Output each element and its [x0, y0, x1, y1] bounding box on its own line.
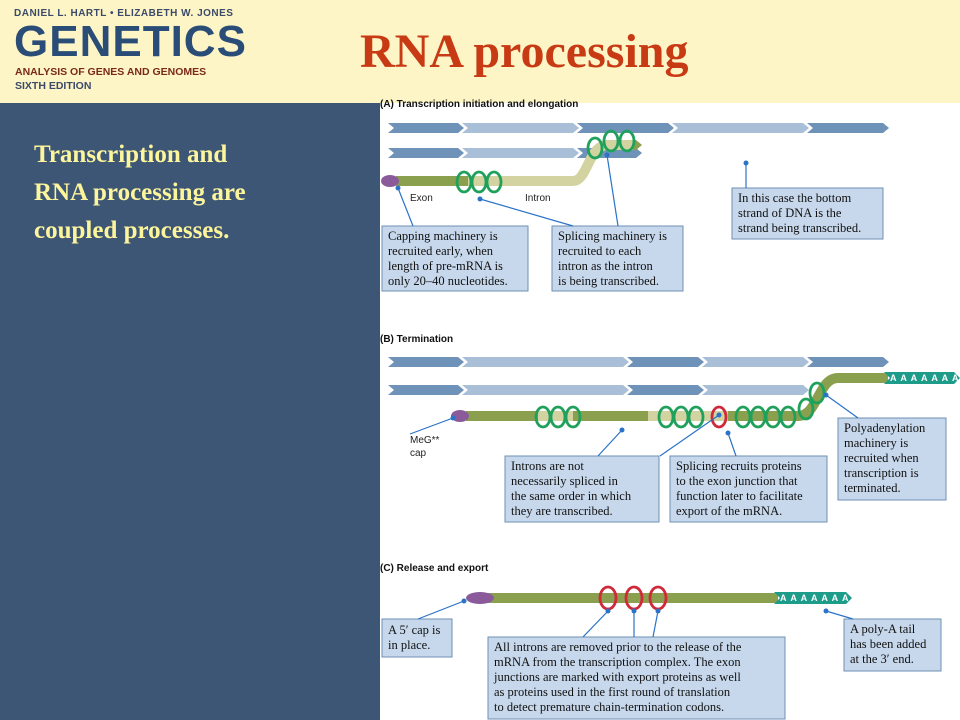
book-authors: DANIEL L. HARTL • ELIZABETH W. JONES — [14, 8, 234, 19]
section-c-title: (C) Release and export — [380, 563, 489, 574]
exon-junction-note: Splicing recruits proteins to the exon j… — [669, 455, 828, 523]
introns-removed-note-line: mRNA from the transcription complex. The… — [494, 655, 741, 669]
cap-label-b-2: cap — [410, 448, 427, 459]
introns-removed-note-line: junctions are marked with export protein… — [493, 670, 741, 684]
splicing-note-a-line: Splicing machinery is — [558, 229, 667, 243]
intron-order-note-line: necessarily spliced in — [511, 474, 619, 488]
spliceosome-a1 — [455, 170, 503, 194]
exon-junction-note-line: Splicing recruits proteins — [676, 459, 802, 473]
intron-order-note-line: Introns are not — [511, 459, 584, 473]
section-a-title: (A) Transcription initiation and elongat… — [380, 99, 578, 110]
exon-junction-note-line: function later to facilitate — [676, 489, 803, 503]
polya-tail-c-label: A A A A A A A — [780, 593, 850, 603]
capping-note: Capping machinery is recruited early, wh… — [381, 225, 529, 292]
bottom-strand-note-line: In this case the bottom — [738, 191, 851, 205]
splicing-note-a-line: intron as the intron — [558, 259, 654, 273]
polya-tail-c — [774, 592, 852, 604]
cap-c — [466, 592, 494, 604]
left-panel — [0, 103, 380, 720]
polya-added-note-line: A poly-A tail — [850, 622, 916, 636]
polyadenylation-note-line: transcription is — [844, 466, 919, 480]
polyadenylation-note: Polyadenylation machinery is recruited w… — [837, 417, 947, 501]
cap-a — [381, 175, 399, 187]
book-title: GENETICS — [14, 17, 247, 66]
capping-note-line: only 20–40 nucleotides. — [388, 274, 508, 288]
pre-mrna-b-exons — [466, 373, 888, 421]
polya-added-note: A poly-A tail has been added at the 3′ e… — [843, 618, 942, 672]
cap-label-b-1: MeG** — [410, 435, 440, 446]
polyadenylation-note-line: recruited when — [844, 451, 919, 465]
dna-top-strand-b — [388, 357, 889, 367]
cap-in-place-note-line: A 5′ cap is — [388, 623, 441, 637]
intron-order-note: Introns are not necessarily spliced in t… — [504, 455, 660, 523]
intron-order-note-line: the same order in which — [511, 489, 632, 503]
exon-label: Exon — [410, 193, 433, 204]
book-edition: SIXTH EDITION — [15, 80, 92, 92]
slide-title: RNA processing — [360, 25, 689, 78]
exon-junction-note-line: export of the mRNA. — [676, 504, 782, 518]
cap-in-place-note-line: in place. — [388, 638, 430, 652]
polya-added-note-line: has been added — [850, 637, 927, 651]
bottom-strand-note: In this case the bottom strand of DNA is… — [731, 187, 884, 240]
cap-in-place-note: A 5′ cap is in place. — [381, 618, 453, 658]
intron-order-note-line: they are transcribed. — [511, 504, 613, 518]
introns-removed-note-line: All introns are removed prior to the rel… — [494, 640, 742, 654]
spliceosome-b2 — [657, 381, 826, 429]
polya-added-note-line: at the 3′ end. — [850, 652, 914, 666]
polyadenylation-note-line: terminated. — [844, 481, 901, 495]
book-logo: DANIEL L. HARTL • ELIZABETH W. JONES GEN… — [14, 8, 254, 98]
bottom-strand-note-line: strand being transcribed. — [738, 221, 861, 235]
splicing-note-a: Splicing machinery is recruited to each … — [551, 225, 684, 292]
book-subtitle: ANALYSIS OF GENES AND GENOMES — [15, 66, 207, 78]
capping-note-line: recruited early, when — [388, 244, 494, 258]
introns-removed-note-line: as proteins used in the first round of t… — [494, 685, 731, 699]
spliceosome-b1 — [534, 405, 582, 429]
polyadenylation-note-line: machinery is — [844, 436, 908, 450]
header-bar: DANIEL L. HARTL • ELIZABETH W. JONES GEN… — [0, 0, 960, 103]
polya-tail-b — [884, 372, 960, 384]
capping-note-line: length of pre-mRNA is — [388, 259, 503, 273]
polyadenylation-note-line: Polyadenylation — [844, 421, 926, 435]
dna-top-strand-a — [388, 123, 889, 133]
cap-b — [451, 410, 469, 422]
dna-bottom-strand-b — [388, 385, 809, 395]
splicing-note-a-line: recruited to each — [558, 244, 642, 258]
polya-tail-b-label: A A A A A A A — [890, 373, 960, 383]
section-b-title: (B) Termination — [380, 334, 453, 345]
side-text: Transcription and RNA processing are cou… — [34, 141, 246, 244]
pointers-a — [395, 152, 749, 227]
capping-note-line: Capping machinery is — [388, 229, 498, 243]
rna-processing-diagram: (A) Transcription initiation and elongat… — [380, 99, 960, 720]
intron-a — [468, 140, 633, 186]
intron-label: Intron — [525, 193, 551, 204]
spliceosome-a2 — [586, 129, 636, 160]
splicing-note-a-line: is being transcribed. — [558, 274, 659, 288]
bottom-strand-note-line: strand of DNA is the — [738, 206, 842, 220]
pointers-c — [417, 598, 854, 638]
introns-removed-note-line: to detect premature chain-termination co… — [494, 700, 724, 714]
pointers-b — [409, 392, 859, 457]
introns-removed-note: All introns are removed prior to the rel… — [487, 636, 786, 720]
exon-junction-note-line: to the exon junction that — [676, 474, 798, 488]
